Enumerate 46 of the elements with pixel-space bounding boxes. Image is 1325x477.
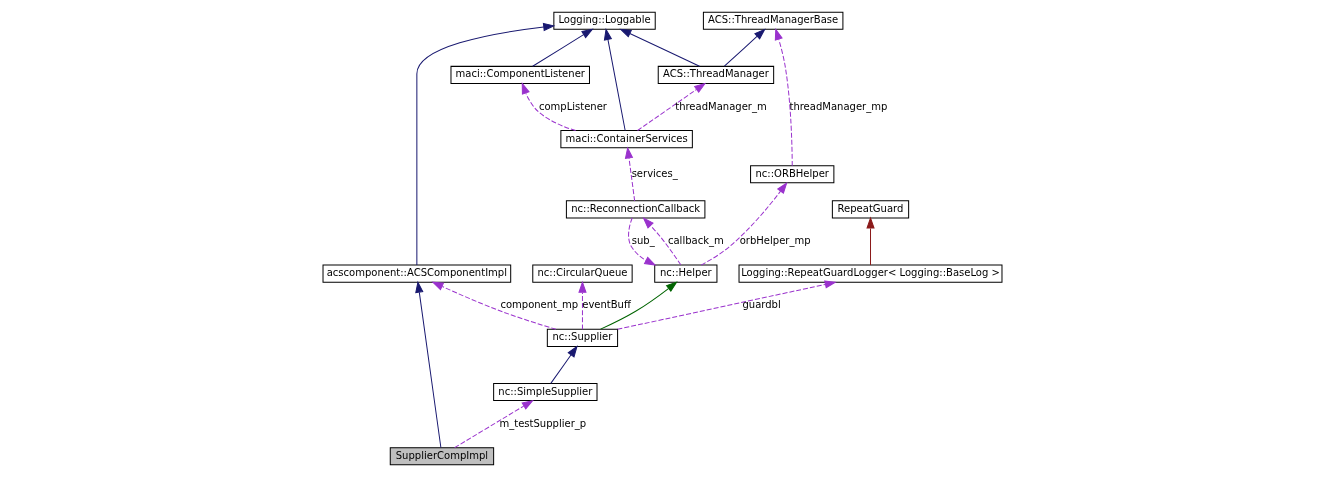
node-box: nc::Supplier xyxy=(546,328,619,347)
arrow xyxy=(617,280,836,330)
arrow xyxy=(550,346,578,384)
edge-label: services_ xyxy=(631,167,678,179)
arrow xyxy=(603,29,626,131)
node-box: Logging::Loggable xyxy=(553,11,656,30)
edge-label: orbHelper_mp xyxy=(739,235,811,247)
arrow xyxy=(454,400,534,449)
arrow xyxy=(521,83,577,132)
edge-label: eventBuff xyxy=(582,299,631,311)
edge-label: callback_m xyxy=(667,235,724,247)
arrow xyxy=(643,217,682,266)
edge-label: guardbl xyxy=(742,299,781,311)
edge-label: threadManager_m xyxy=(675,100,767,112)
node-box: nc::ORBHelper xyxy=(750,165,835,184)
edge-label: threadManager_mp xyxy=(789,100,888,112)
node-box: nc::ReconnectionCallback xyxy=(565,200,706,219)
edge-label: compListener xyxy=(538,100,607,112)
arrow xyxy=(415,281,442,449)
node-box: RepeatGuard xyxy=(831,200,910,219)
arrow xyxy=(620,28,700,67)
arrow xyxy=(600,281,678,330)
node-box: SupplierCompImpl xyxy=(389,447,495,466)
arrow xyxy=(774,29,793,167)
node-box: maci::ContainerServices xyxy=(560,130,693,149)
node-box: nc::Helper xyxy=(654,264,718,283)
arrow xyxy=(637,83,706,131)
arrow xyxy=(628,217,656,266)
arrow xyxy=(578,281,587,330)
arrow xyxy=(866,217,875,266)
arrow xyxy=(432,281,557,330)
arrow xyxy=(723,28,766,67)
edge-label: component_mp xyxy=(500,299,579,311)
node-box: ACS::ThreadManagerBase xyxy=(702,11,844,30)
node-box: Logging::RepeatGuardLogger< Logging::BaseLog > xyxy=(738,264,1003,283)
node-box: ACS::ThreadManager xyxy=(657,65,775,84)
edge-label: m_testSupplier_p xyxy=(499,417,587,429)
node-box: nc::CircularQueue xyxy=(532,264,633,283)
node-box: acscomponent::ACSComponentImpl xyxy=(322,264,512,283)
node-box: maci::ComponentListener xyxy=(450,65,590,84)
arrow xyxy=(416,23,555,266)
edge-label: sub_ xyxy=(631,235,655,247)
arrow xyxy=(700,182,788,266)
arrow xyxy=(625,147,636,202)
node-box: nc::SimpleSupplier xyxy=(493,383,598,402)
arrow xyxy=(532,28,593,67)
